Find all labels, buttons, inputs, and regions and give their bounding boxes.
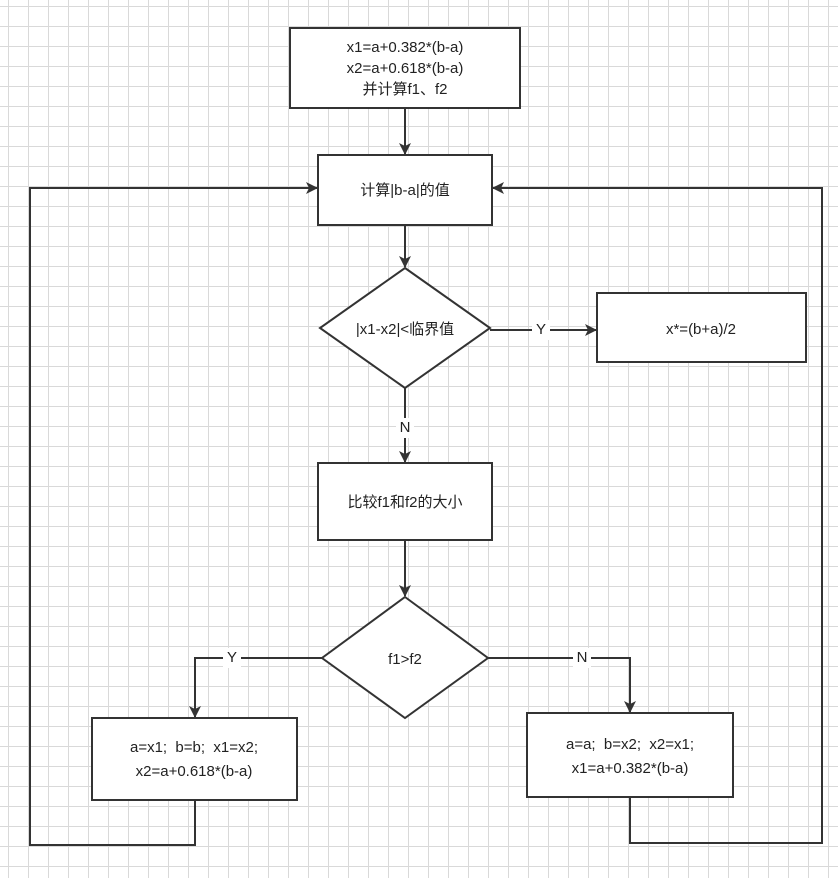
node-compute-box bbox=[317, 154, 493, 226]
node-compare-label: 比较f1和f2的大小 bbox=[347, 493, 462, 511]
node-update-left-box bbox=[91, 717, 298, 801]
edge-check-no-label-bg bbox=[396, 418, 414, 438]
node-update-left-line-2: x2=a+0.618*(b-a) bbox=[136, 763, 253, 780]
edge-decide-no-label-bg bbox=[573, 648, 591, 668]
edge-check-no-label: N bbox=[400, 419, 411, 436]
node-init-line-1: x1=a+0.382*(b-a) bbox=[347, 39, 464, 56]
edge-decide-no bbox=[488, 657, 636, 713]
node-update-right-line-2: x1=a+0.382*(b-a) bbox=[572, 760, 689, 777]
edge-decide-yes-label-bg bbox=[223, 648, 241, 668]
node-init-box bbox=[289, 27, 521, 109]
edge-left-loop-back bbox=[29, 182, 318, 846]
edge-decide-yes-label: Y bbox=[227, 649, 237, 666]
edge-decide-no-label: N bbox=[577, 649, 588, 666]
node-update-right: a=a; b=x2; x2=x1; x1=a+0.382*(b-a) bbox=[526, 712, 734, 798]
edge-right-loop-back bbox=[492, 182, 823, 844]
edge-decide-yes bbox=[189, 657, 322, 718]
node-update-left-line-1: a=x1; b=b; x1=x2; bbox=[130, 739, 258, 756]
node-check: |x1-x2|<临界值 bbox=[318, 266, 492, 390]
node-update-right-line-1: a=a; b=x2; x2=x1; bbox=[566, 736, 694, 753]
node-init-line-2: x2=a+0.618*(b-a) bbox=[347, 60, 464, 77]
node-decide-diamond bbox=[320, 595, 490, 720]
node-check-label: |x1-x2|<临界值 bbox=[356, 321, 454, 338]
node-compare: 比较f1和f2的大小 bbox=[317, 462, 493, 541]
edge-check-yes-label-bg bbox=[532, 320, 550, 340]
node-decide: f1>f2 bbox=[320, 595, 490, 720]
node-compare-box bbox=[317, 462, 493, 541]
edge-check-yes-label: Y bbox=[536, 321, 546, 338]
node-result-label: x*=(b+a)/2 bbox=[666, 321, 736, 338]
node-init: x1=a+0.382*(b-a) x2=a+0.618*(b-a) 并计算f1、… bbox=[289, 27, 521, 109]
node-compute-label: 计算|b-a|的值 bbox=[360, 181, 449, 199]
node-compute: 计算|b-a|的值 bbox=[317, 154, 493, 226]
node-update-right-box bbox=[526, 712, 734, 798]
node-result-box bbox=[596, 292, 807, 363]
node-init-line-3: 并计算f1、f2 bbox=[362, 80, 447, 98]
node-decide-label: f1>f2 bbox=[388, 651, 422, 668]
node-update-left: a=x1; b=b; x1=x2; x2=a+0.618*(b-a) bbox=[91, 717, 298, 801]
node-check-diamond bbox=[318, 266, 492, 390]
node-result: x*=(b+a)/2 bbox=[596, 292, 807, 363]
